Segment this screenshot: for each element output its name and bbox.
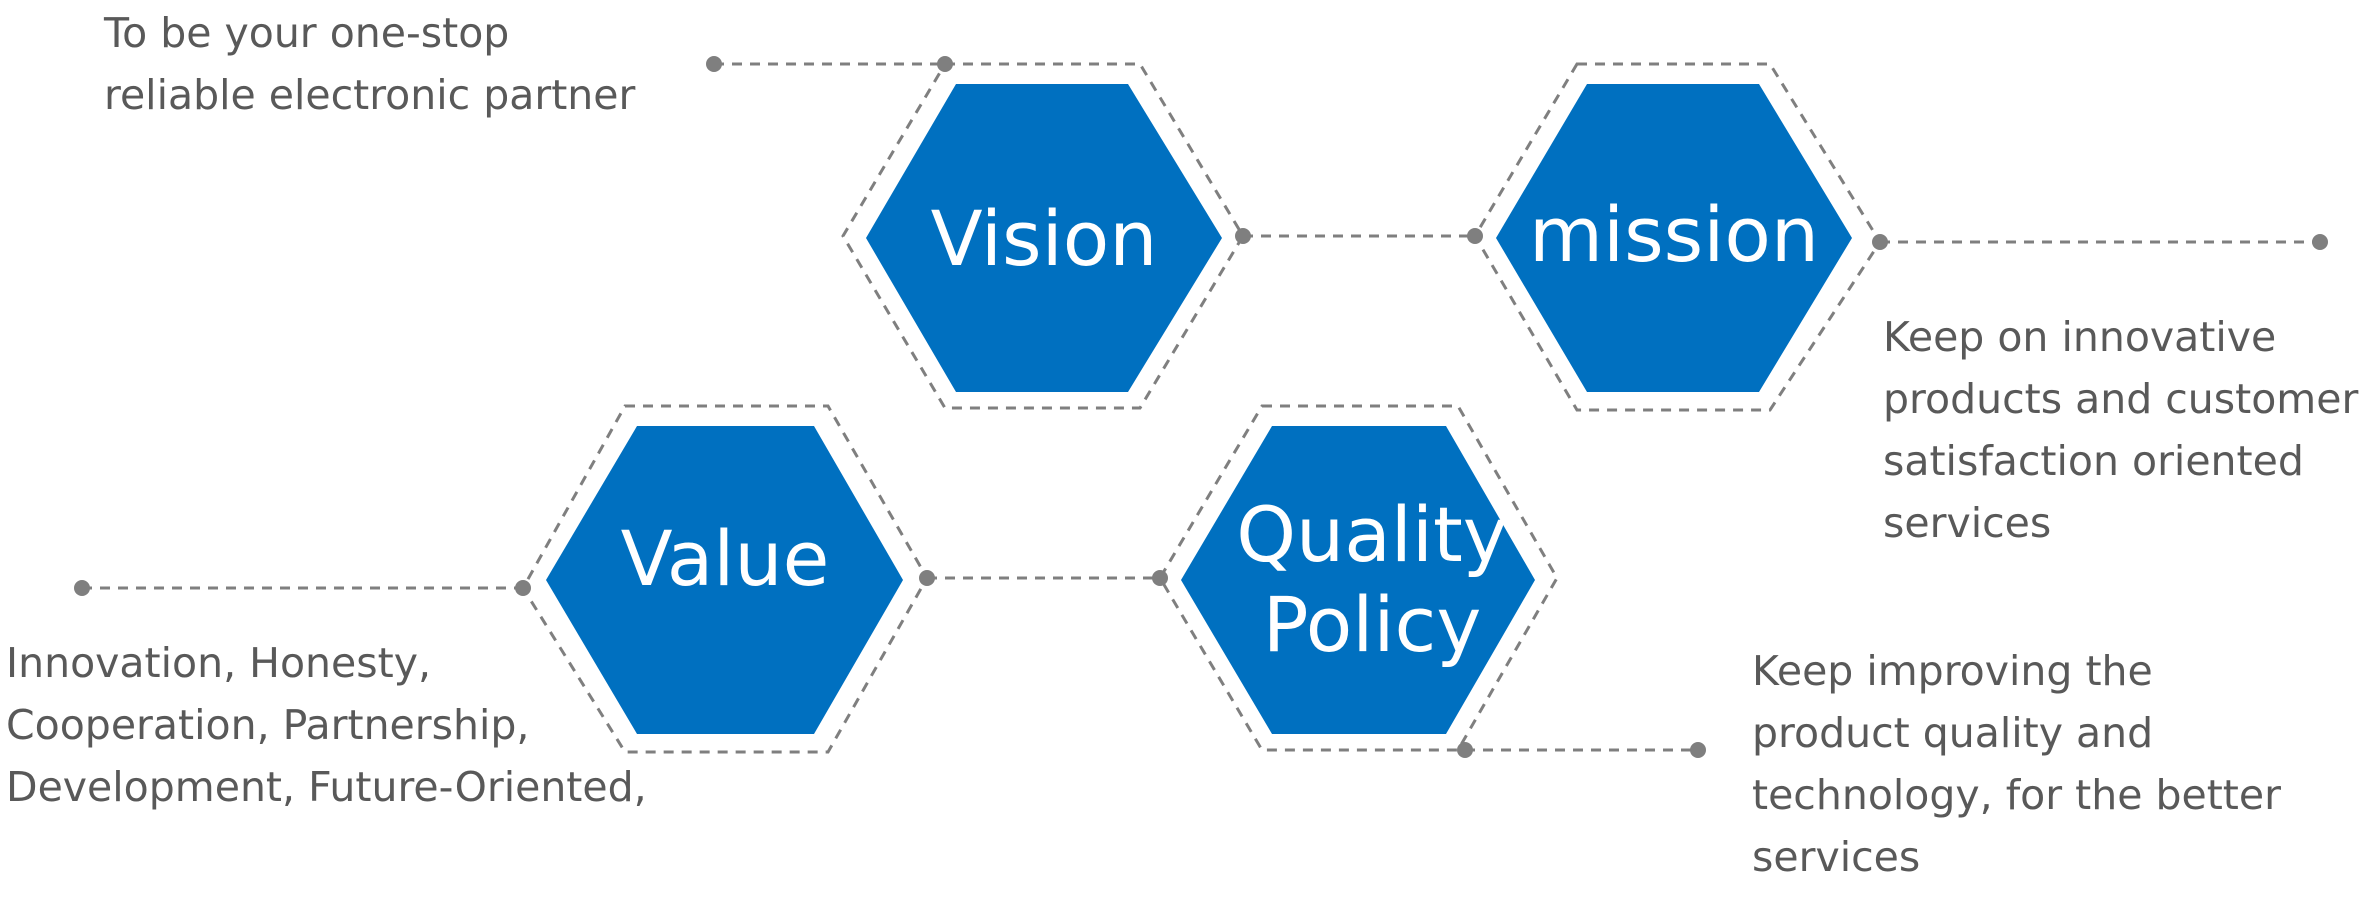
hex-shape-value bbox=[546, 426, 903, 734]
dot-vision-caption-end bbox=[706, 56, 722, 72]
caption-quality-line: services bbox=[1752, 833, 1921, 881]
caption-quality-policy: Keep improving the product quality and t… bbox=[1752, 640, 2281, 888]
caption-quality-line: technology, for the better bbox=[1752, 771, 2281, 819]
caption-value-line: Cooperation, Partnership, bbox=[6, 701, 530, 749]
dot-value-caption-end bbox=[74, 580, 90, 596]
caption-mission-line: services bbox=[1883, 499, 2052, 547]
caption-value: Innovation, Honesty, Cooperation, Partne… bbox=[6, 632, 647, 818]
hex-label-value: Value bbox=[621, 514, 830, 603]
caption-value-line: Innovation, Honesty, bbox=[6, 639, 431, 687]
caption-quality-line: Keep improving the bbox=[1752, 647, 2153, 695]
hex-shape-mission bbox=[1496, 84, 1852, 392]
connectors bbox=[82, 62, 2320, 752]
dot-vision-right bbox=[1235, 228, 1251, 244]
dot-mission-caption-end bbox=[2312, 234, 2328, 250]
hex-node-quality-policy: Quality Policy bbox=[1158, 404, 1559, 752]
hex-node-vision: Vision bbox=[841, 62, 1245, 410]
dot-value-left bbox=[515, 580, 531, 596]
caption-value-line: Development, Future-Oriented, bbox=[6, 763, 647, 811]
dot-mission-right bbox=[1872, 234, 1888, 250]
hex-shape-quality-policy bbox=[1181, 426, 1535, 734]
dot-quality-caption-end bbox=[1690, 742, 1706, 758]
hex-node-value: Value bbox=[521, 404, 929, 754]
hex-outline-vision bbox=[841, 62, 1245, 410]
caption-mission-line: Keep on innovative bbox=[1883, 313, 2277, 361]
caption-mission: Keep on innovative products and customer… bbox=[1883, 306, 2358, 554]
hex-label-quality-line2: Policy bbox=[1263, 580, 1482, 669]
caption-vision: To be your one-stop reliable electronic … bbox=[104, 2, 635, 126]
hex-label-mission: mission bbox=[1529, 190, 1819, 279]
hex-label-quality-line1: Quality bbox=[1236, 490, 1508, 579]
hex-shape-vision bbox=[866, 84, 1222, 392]
dot-value-right bbox=[919, 570, 935, 586]
dot-vision-top bbox=[937, 56, 953, 72]
caption-quality-line: product quality and bbox=[1752, 709, 2154, 757]
connector-dots bbox=[74, 56, 2328, 758]
caption-mission-line: satisfaction oriented bbox=[1883, 437, 2304, 485]
dot-quality-left bbox=[1152, 570, 1168, 586]
hex-node-mission: mission bbox=[1473, 62, 1882, 412]
caption-vision-line: reliable electronic partner bbox=[104, 71, 636, 119]
dot-mission-left bbox=[1467, 228, 1483, 244]
caption-mission-line: products and customer bbox=[1883, 375, 2359, 423]
dot-quality-bottom bbox=[1457, 742, 1473, 758]
caption-vision-line: To be your one-stop bbox=[104, 9, 510, 57]
hex-label-vision: Vision bbox=[931, 194, 1158, 283]
